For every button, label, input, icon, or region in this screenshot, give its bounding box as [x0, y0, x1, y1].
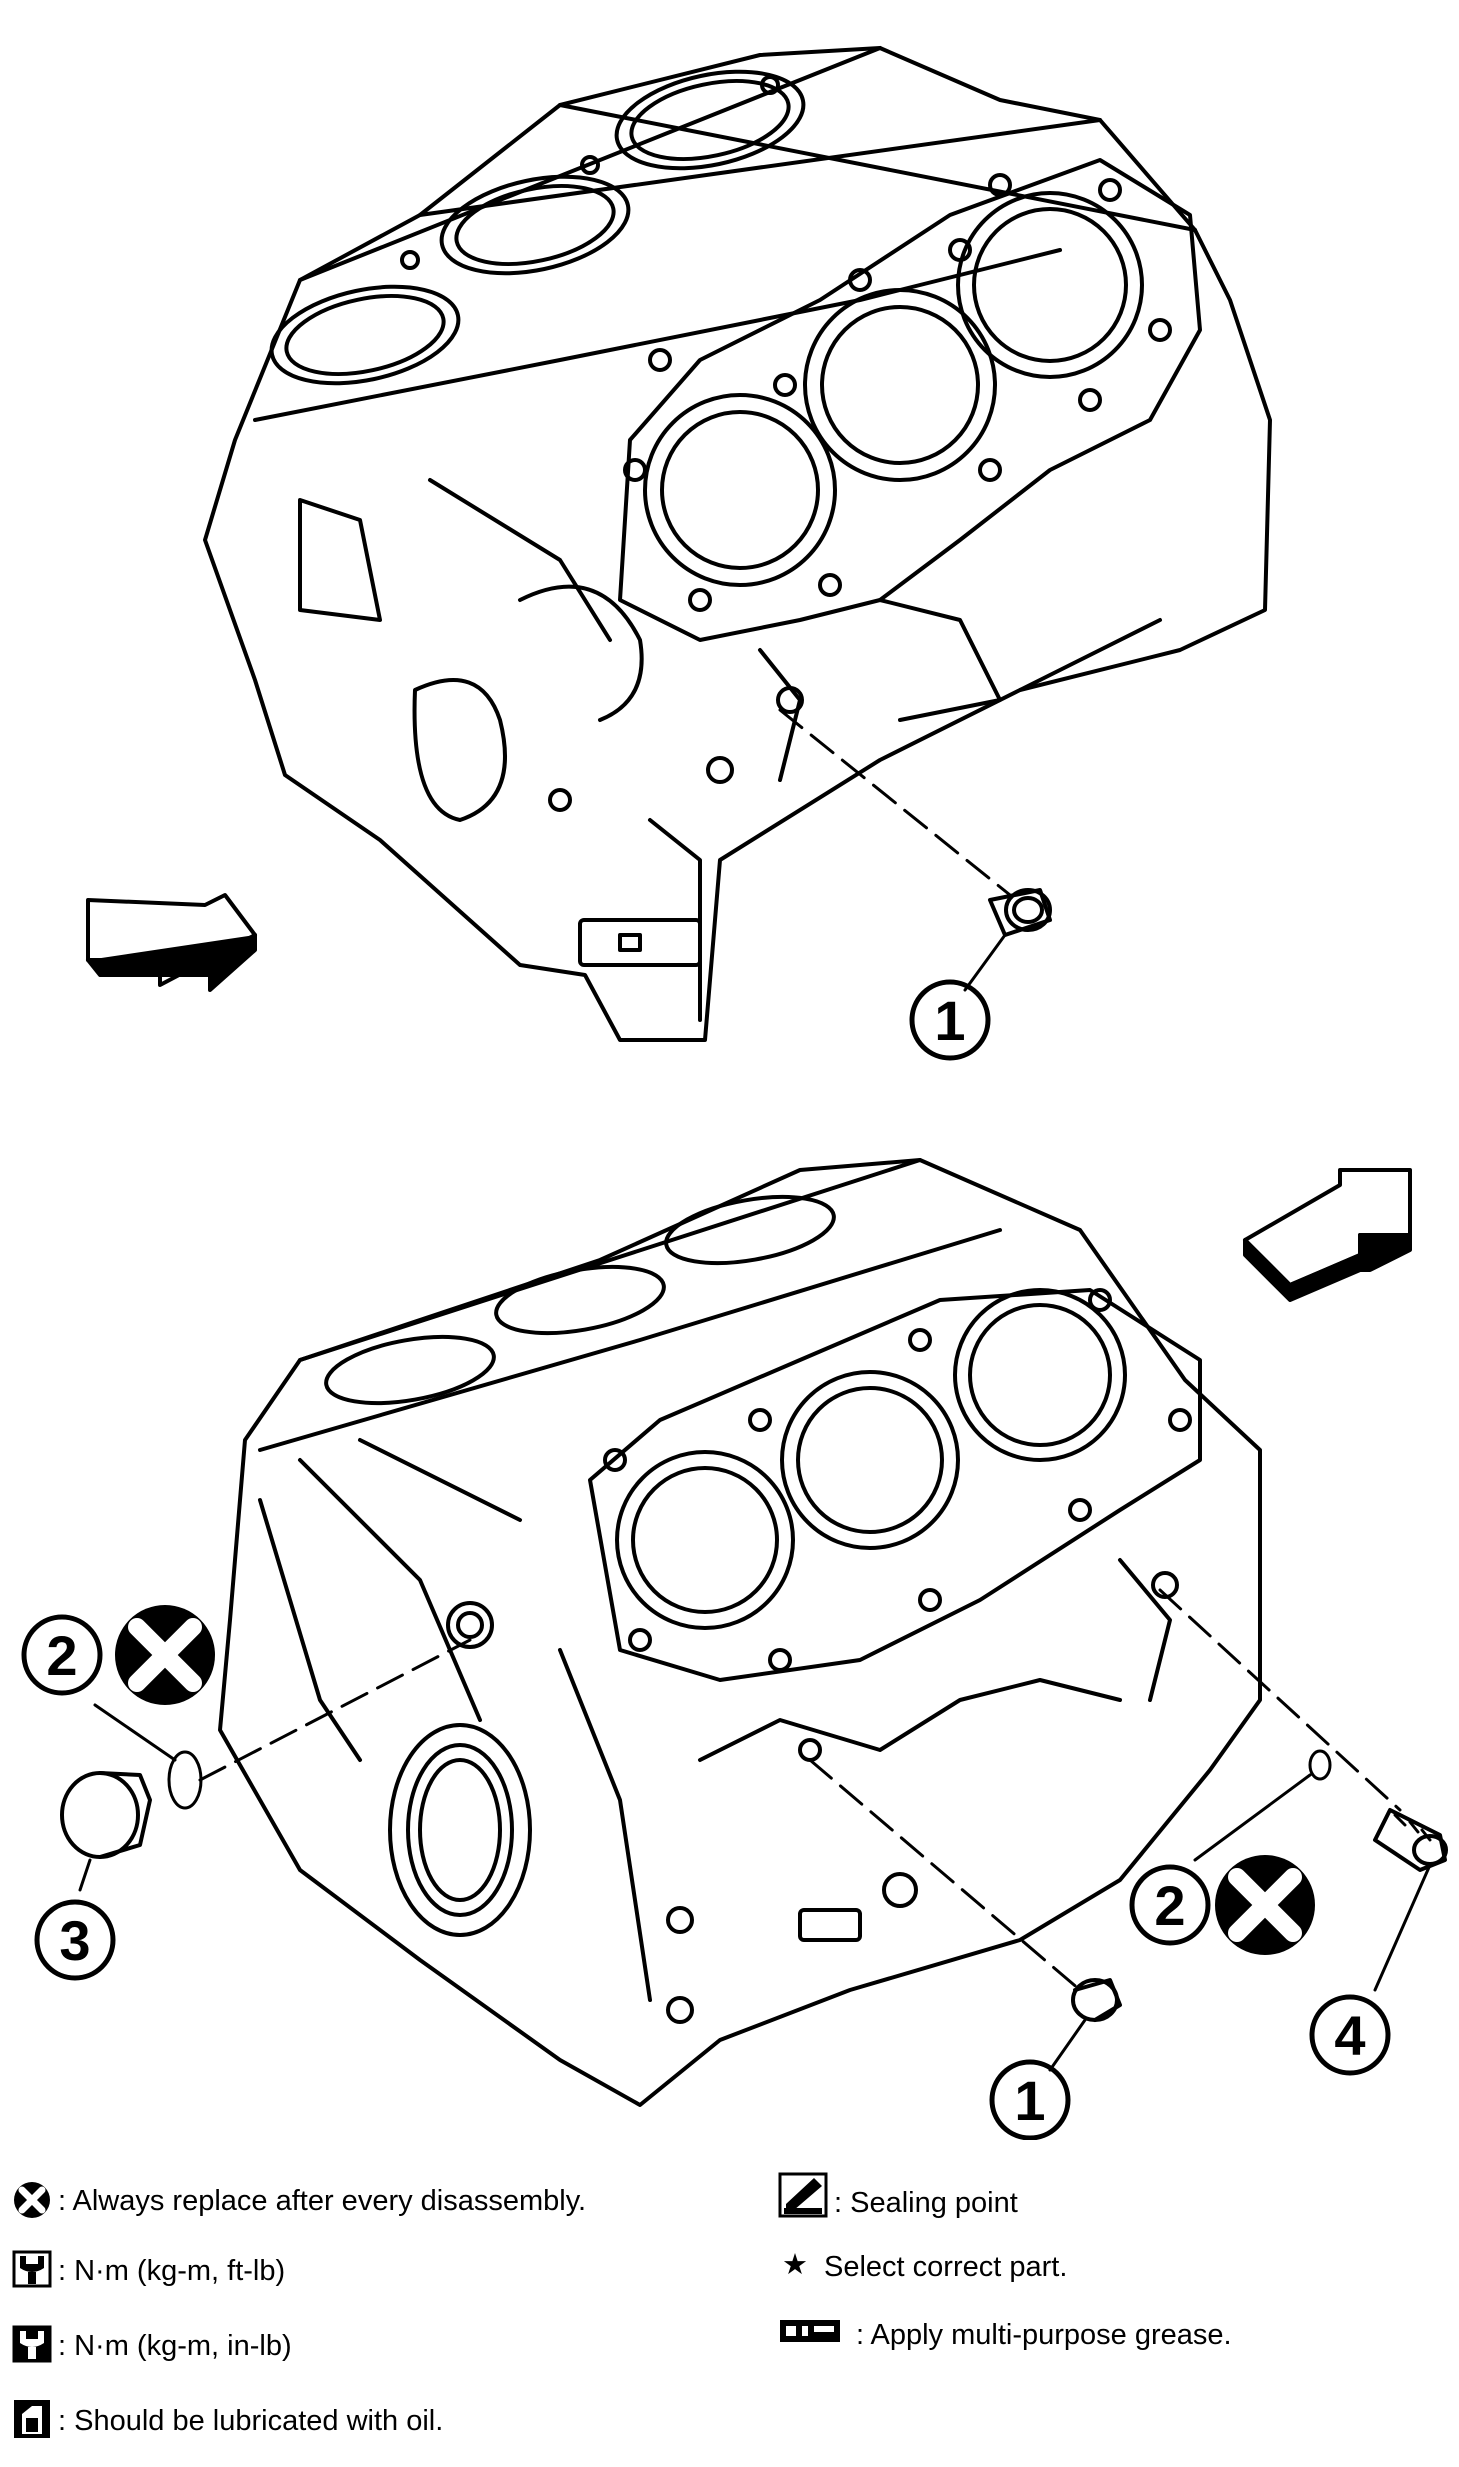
- upper-engine-block: [203, 46, 1272, 1042]
- callout-2-right-label: 2: [1154, 1874, 1185, 1937]
- torque-wrench-icon: [12, 2250, 52, 2288]
- star-icon: ★: [782, 2249, 808, 2281]
- callout-1-upper: [909, 979, 991, 1061]
- legend-replace: : Always replace after every disassembly…: [58, 2185, 587, 2217]
- legend-select: Select correct part.: [824, 2251, 1068, 2283]
- callout-1-upper-label: 1: [934, 989, 965, 1052]
- legend-sealing: : Sealing point: [834, 2187, 1018, 2219]
- replace-x-icon: [14, 2182, 50, 2218]
- callout-2-left-label: 2: [46, 1624, 77, 1687]
- torque-wrench-filled-icon: [12, 2325, 52, 2363]
- callout-2-left: [21, 1614, 103, 1696]
- grease-icon: [780, 2320, 840, 2342]
- replace-x-icon: [1215, 1855, 1315, 1955]
- callout-1-lower: [989, 2059, 1071, 2140]
- legend-torque-ft: : N·m (kg-m, ft-lb): [58, 2255, 286, 2287]
- callout-4: [1309, 1994, 1391, 2076]
- legend-torque-in: : N·m (kg-m, in-lb): [58, 2330, 292, 2362]
- legend-grease: : Apply multi-purpose grease.: [856, 2319, 1232, 2351]
- front-arrow-icon: [1243, 1168, 1412, 1302]
- oil-can-icon: [14, 2400, 50, 2438]
- sealant-icon: [778, 2172, 828, 2218]
- callout-3-label: 3: [59, 1909, 90, 1972]
- front-arrow-icon: [86, 893, 257, 992]
- callout-3: [34, 1899, 116, 1981]
- callout-1-lower-label: 1: [1014, 2069, 1045, 2132]
- exploded-diagram: 1 2 3 1 2 4: [21, 46, 1448, 2140]
- replace-x-icon: [115, 1605, 215, 1705]
- callout-4-label: 4: [1334, 2004, 1365, 2067]
- lower-engine-block: [60, 1158, 1448, 2107]
- legend-oil: : Should be lubricated with oil.: [58, 2405, 444, 2437]
- callout-2-right: [1129, 1864, 1211, 1946]
